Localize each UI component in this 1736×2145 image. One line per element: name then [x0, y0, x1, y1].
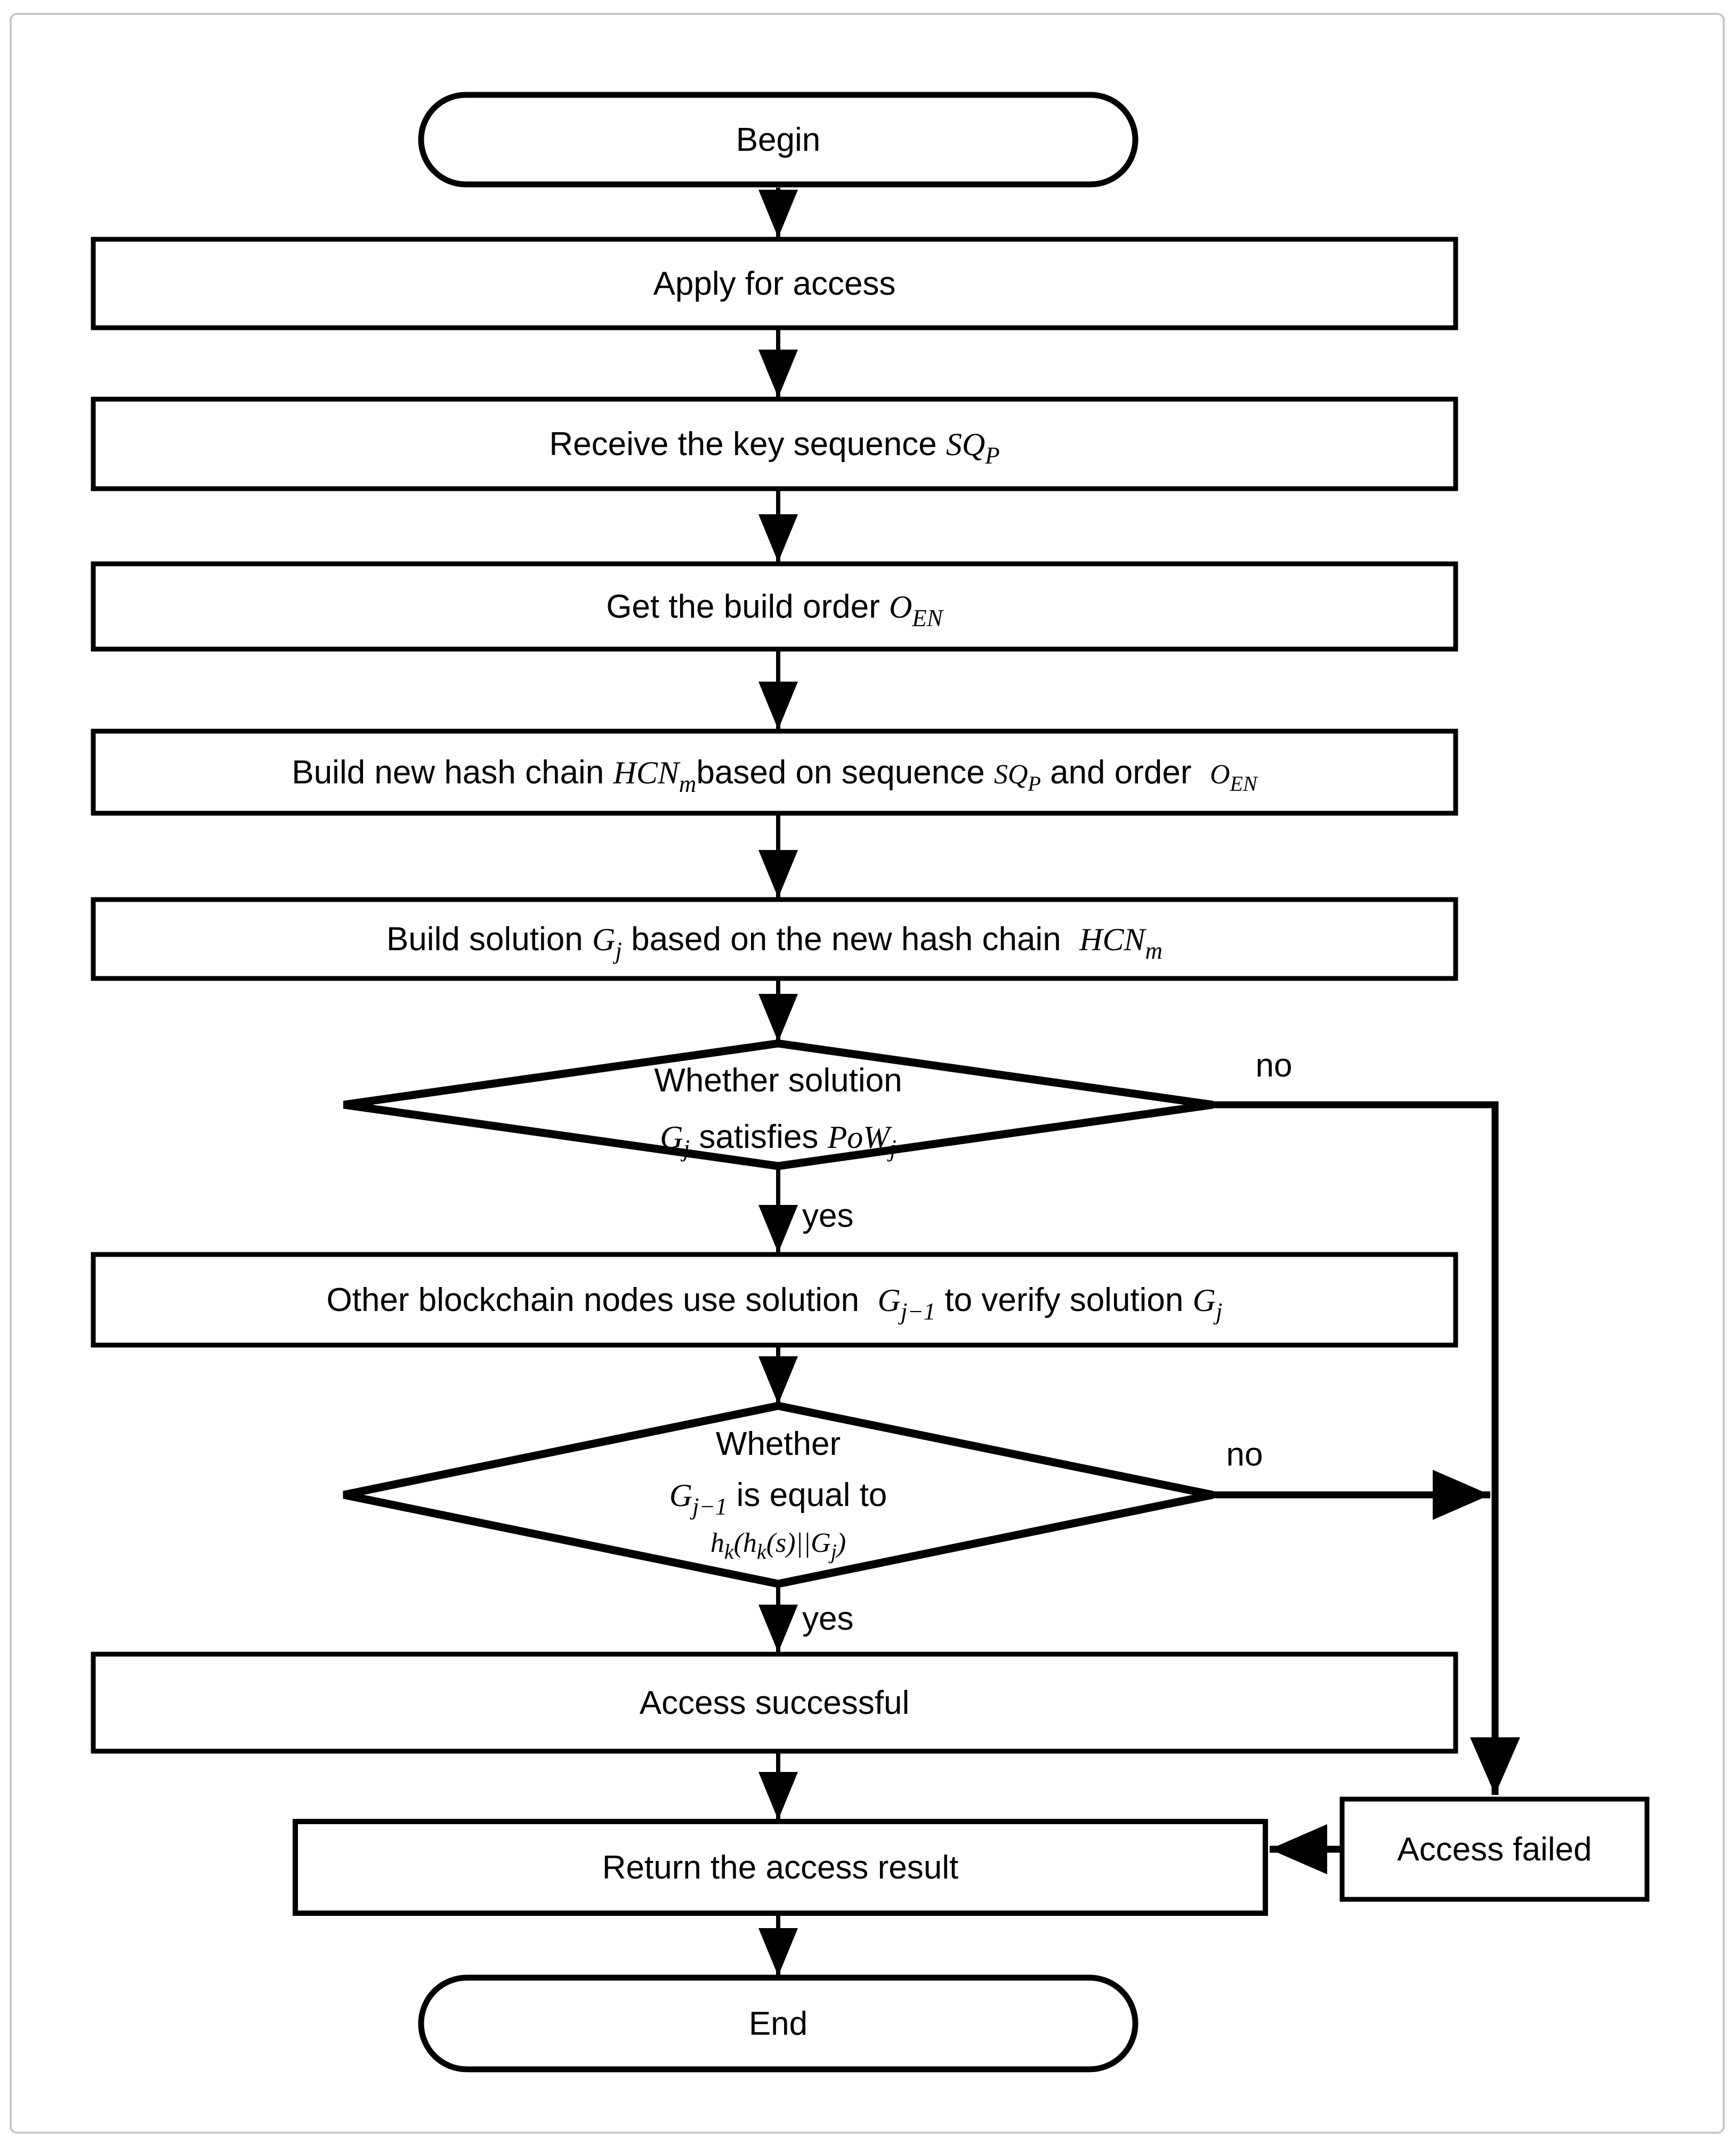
failed-label: Access failed: [1397, 1831, 1592, 1868]
verify-var2: G: [1193, 1283, 1216, 1318]
end-label: End: [749, 2005, 808, 2042]
failed-node: [1339, 1796, 1650, 1902]
decision-pow-var2: PoW: [827, 1120, 893, 1155]
build-chain-var2-sub: P: [1027, 772, 1040, 796]
decision-eq-no-label: no: [1226, 1436, 1263, 1473]
receive-var: SQ: [946, 427, 985, 462]
build-solution-var2-sub: m: [1145, 937, 1163, 964]
decision-eq-line2: Gj−1 is equal to: [669, 1477, 887, 1520]
receive-node: [91, 396, 1458, 491]
begin-label: Begin: [736, 122, 821, 158]
build-chain-mid1: based on sequence: [696, 754, 994, 791]
decision-pow-var1-sub: j: [681, 1135, 690, 1162]
return-label: Return the access result: [602, 1849, 959, 1886]
decision-eq-f2-sub: k: [757, 1540, 767, 1564]
end-node: [418, 1974, 1139, 2073]
decision-pow-yes-label: yes: [802, 1197, 853, 1234]
build-solution-var1: G: [592, 922, 615, 957]
edge-decisionpow-no-rail: [1213, 1101, 1520, 1795]
build-chain-var2: SQ: [994, 759, 1028, 790]
build-chain-var1-sub: m: [679, 771, 697, 797]
decision-eq-mid1: is equal to: [727, 1477, 887, 1513]
decision-eq-var1-sub: j−1: [690, 1493, 727, 1520]
decision-eq-f1-sub: k: [724, 1540, 734, 1564]
decision-eq-line1: Whether: [716, 1426, 841, 1462]
get-order-text-pre: Get the build order: [606, 588, 889, 625]
decision-eq-formula: hk(hk(s)||Gj): [710, 1528, 846, 1564]
verify-var1: G: [877, 1283, 900, 1318]
success-label: Access successful: [640, 1685, 910, 1721]
build-chain-node: [91, 729, 1458, 816]
build-chain-var3: O: [1210, 759, 1230, 790]
build-solution-mid1: based on the new hash chain: [622, 921, 1079, 958]
begin-node: [418, 92, 1139, 188]
decision-eq-f3: (s)||G: [766, 1528, 831, 1558]
decision-pow-var1: G: [660, 1120, 683, 1155]
get-order-var-sub: EN: [911, 605, 944, 632]
build-chain-pre: Build new hash chain: [292, 754, 613, 791]
get-order-label: Get the build order OEN: [606, 588, 944, 632]
get-order-var: O: [889, 589, 912, 625]
build-chain-var3-sub: EN: [1230, 772, 1258, 796]
decision-eq-f4: ): [835, 1528, 846, 1558]
build-solution-node: [91, 897, 1458, 981]
apply-label: Apply for access: [653, 265, 896, 302]
decision-eq-yes-label: yes: [802, 1600, 853, 1637]
decision-eq-f1: h: [710, 1528, 724, 1558]
verify-var1-sub: j−1: [898, 1298, 935, 1325]
decision-pow-var2-sub: j: [887, 1135, 897, 1162]
build-solution-var2: HCN: [1079, 922, 1146, 957]
verify-var2-sub: j: [1213, 1298, 1223, 1325]
verify-label: Other blockchain nodes use solution Gj−1…: [327, 1282, 1223, 1325]
receive-text-pre: Receive the key sequence: [549, 426, 946, 463]
verify-pre: Other blockchain nodes use solution: [327, 1282, 878, 1318]
verify-node: [91, 1252, 1458, 1348]
decision-eq-f3-sub: j: [828, 1540, 837, 1564]
apply-node: [91, 237, 1458, 330]
decision-eq-f2: (h: [734, 1528, 757, 1558]
get-order-node: [91, 561, 1458, 652]
decision-pow-no-label: no: [1256, 1047, 1293, 1084]
decision-eq-var1: G: [669, 1478, 692, 1513]
verify-mid1: to verify solution: [935, 1282, 1192, 1318]
build-solution-label: Build solution Gj based on the new hash …: [386, 921, 1162, 964]
receive-var-sub: P: [984, 442, 1000, 469]
build-solution-pre: Build solution: [386, 921, 592, 958]
build-chain-var1: HCN: [613, 755, 681, 790]
build-chain-mid2: and order: [1041, 754, 1210, 791]
decision-pow-line2: Gj satisfies PoWj: [660, 1119, 896, 1162]
receive-label: Receive the key sequence SQP: [549, 426, 999, 469]
decision-pow-mid1: satisfies: [690, 1119, 827, 1155]
build-chain-label: Build new hash chain HCNmbased on sequen…: [292, 754, 1258, 797]
decision-pow-line1: Whether solution: [654, 1062, 902, 1099]
build-solution-var1-sub: j: [612, 937, 622, 964]
success-node: [91, 1652, 1458, 1754]
